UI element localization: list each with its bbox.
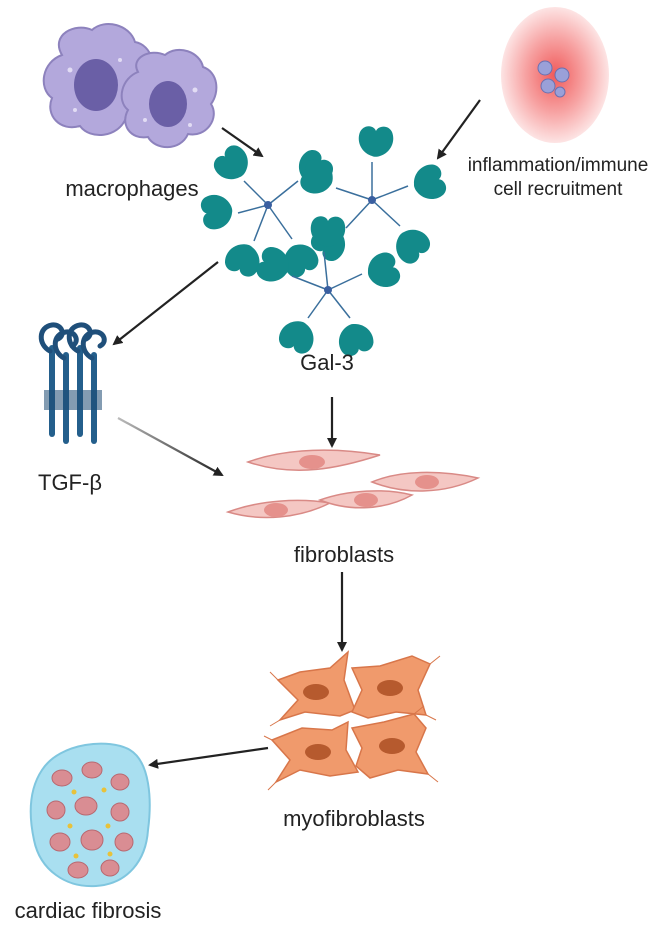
macrophages-label: macrophages xyxy=(65,176,199,201)
arrow-macrophages-to-gal3 xyxy=(221,127,264,158)
myofibroblasts-label: myofibroblasts xyxy=(283,806,425,831)
arrow-myofibroblasts-to-fibrosis xyxy=(148,746,269,769)
tgfb-label: TGF-β xyxy=(38,470,102,495)
fibrotic-tissue-icon xyxy=(29,742,151,888)
galectin-3-molecule-icon xyxy=(199,126,450,360)
arrow-tgfb-to-fibroblasts xyxy=(117,417,224,476)
tgf-beta-receptor-icon xyxy=(41,325,104,444)
myofibroblast-cell-icon xyxy=(263,650,441,791)
cardiac-fibrosis-label: cardiac fibrosis xyxy=(14,898,162,923)
fibroblast-cell-icon xyxy=(225,449,481,519)
inflammation-label: inflammation/immune cell recruitment xyxy=(467,155,649,200)
arrow-gal3-to-tgfb xyxy=(112,261,219,346)
gal3-label: Gal-3 xyxy=(300,350,354,375)
fibroblasts-label: fibroblasts xyxy=(293,542,395,567)
macrophage-cell-icon xyxy=(42,23,218,149)
diagram-arrows xyxy=(112,99,481,769)
inflamed-tissue-icon xyxy=(501,7,609,143)
arrow-inflammation-to-gal3 xyxy=(436,99,481,160)
